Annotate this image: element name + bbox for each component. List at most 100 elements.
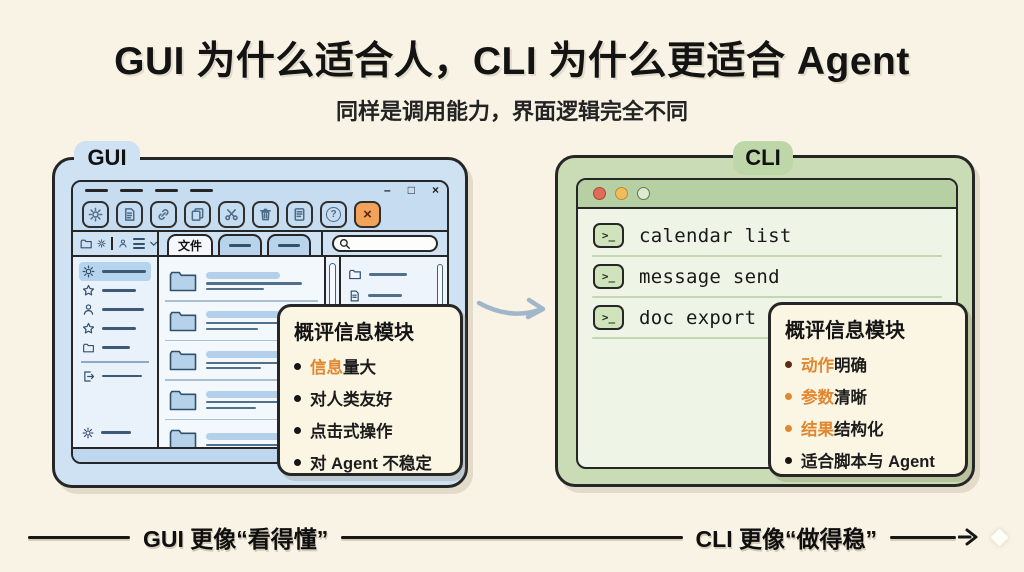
command-row: >_ calendar list: [578, 216, 956, 255]
close-icon: ×: [363, 205, 372, 223]
callout-item: 对人类友好: [294, 382, 448, 414]
placeholder-line: [206, 271, 280, 279]
user-icon: [83, 304, 94, 315]
folder-icon: [349, 269, 361, 280]
gear-icon: [82, 265, 95, 278]
callout-title: 概评信息模块: [294, 322, 414, 344]
tab-strip: 文件: [159, 232, 321, 255]
minimize-button[interactable]: –: [384, 183, 391, 197]
search-input[interactable]: [332, 235, 438, 252]
callout-item: 信息量大: [294, 350, 448, 382]
sidebar-item-settings[interactable]: [79, 262, 151, 281]
cli-output: >_ calendar list >_ message send >_ doc …: [578, 209, 956, 467]
minimize-traffic-light[interactable]: [615, 187, 628, 200]
sidebar-item-starred[interactable]: [79, 319, 151, 338]
settings-button[interactable]: [82, 200, 109, 228]
scissors-icon: [225, 208, 238, 220]
callout-title: 概评信息模块: [785, 320, 905, 342]
duplicate-button[interactable]: [184, 200, 211, 228]
star-icon: [82, 322, 95, 334]
maximize-button[interactable]: □: [407, 183, 415, 197]
menu-item[interactable]: [120, 188, 143, 192]
label-line: [102, 308, 144, 311]
bullet-dot: [785, 360, 792, 368]
menu-item[interactable]: [155, 188, 178, 192]
gui-panel-label: GUI: [74, 141, 140, 175]
file-row[interactable]: [159, 346, 324, 374]
divider: [592, 296, 942, 298]
sidebar-item-folder[interactable]: [79, 338, 151, 357]
duplicate-icon: [191, 207, 204, 221]
sidebar-item-preferences[interactable]: [79, 423, 151, 442]
file-row[interactable]: [159, 425, 324, 447]
document-button[interactable]: [286, 200, 313, 228]
menu-item[interactable]: [190, 188, 213, 192]
gui-axis-label: GUI 更像“看得懂”: [143, 526, 329, 552]
sidebar-item-favorites[interactable]: [79, 281, 151, 300]
command-row: >_ message send: [578, 257, 956, 296]
user-icon[interactable]: [118, 237, 128, 250]
bullet-dot: [785, 456, 792, 464]
callout-list: 信息量大 对人类友好 点击式操作 对 Agent 不稳定: [294, 350, 448, 478]
bullet-dot: [785, 424, 792, 432]
placeholder-line: [206, 406, 256, 409]
close-button[interactable]: ×: [431, 183, 439, 197]
file-row[interactable]: [159, 307, 324, 335]
page-title: GUI 为什么适合人，CLI 为什么更适合 Agent: [114, 40, 910, 83]
axis-line: [890, 535, 956, 539]
flow-arrow-icon: [476, 297, 546, 320]
folder-icon: [169, 430, 197, 447]
tab-files[interactable]: 文件: [167, 234, 213, 255]
tab-blank[interactable]: [218, 234, 262, 255]
cut-button[interactable]: [218, 200, 245, 228]
list-view-icon[interactable]: [132, 238, 145, 249]
page-icon: [125, 207, 135, 221]
zoom-traffic-light[interactable]: [637, 187, 650, 200]
gear-small-icon[interactable]: [97, 238, 107, 249]
folder-icon: [169, 350, 197, 371]
file-row[interactable]: [159, 386, 324, 414]
bullet-dot: [294, 458, 301, 466]
divider: [165, 418, 318, 421]
link-icon: [158, 208, 169, 220]
placeholder-line: [206, 288, 264, 291]
placeholder-line: [206, 351, 280, 358]
label-line: [102, 289, 136, 292]
link-button[interactable]: [150, 200, 177, 228]
terminal-prompt-icon: >_: [593, 305, 624, 330]
close-tool-button[interactable]: ×: [354, 200, 381, 228]
command-text: doc export: [639, 306, 757, 329]
help-button[interactable]: ?: [320, 200, 347, 228]
close-traffic-light[interactable]: [593, 187, 606, 200]
help-icon: ?: [326, 206, 341, 222]
file-row[interactable]: [159, 267, 324, 295]
divider: [592, 337, 942, 339]
gui-sidebar: [73, 257, 159, 447]
sidebar-item-export[interactable]: [79, 367, 151, 386]
callout-item: 对 Agent 不稳定: [294, 446, 448, 478]
arrow-right-icon: [958, 528, 978, 546]
folder-icon[interactable]: [80, 237, 92, 251]
callout-item: 适合脚本与 Agent: [785, 444, 953, 476]
chevron-down-icon[interactable]: [149, 241, 157, 247]
bullet-dot: [785, 392, 792, 400]
preview-item[interactable]: [348, 264, 440, 285]
axis-line: [341, 535, 683, 539]
divider: [111, 237, 113, 250]
star-icon: [82, 284, 95, 296]
label-line: [102, 374, 142, 378]
gear-icon: [82, 426, 94, 439]
delete-button[interactable]: [252, 200, 279, 228]
label-line: [102, 327, 136, 330]
placeholder-line: [206, 321, 296, 325]
view-options-cluster: [73, 232, 159, 255]
label-line: [101, 431, 131, 434]
tab-blank[interactable]: [267, 234, 311, 255]
placeholder-line: [206, 282, 302, 285]
sidebar-item-profile[interactable]: [79, 300, 151, 319]
search-area: [321, 232, 447, 255]
preview-item[interactable]: [348, 285, 440, 306]
menu-item[interactable]: [85, 188, 108, 192]
page-button[interactable]: [116, 200, 143, 228]
placeholder-line: [206, 327, 258, 330]
